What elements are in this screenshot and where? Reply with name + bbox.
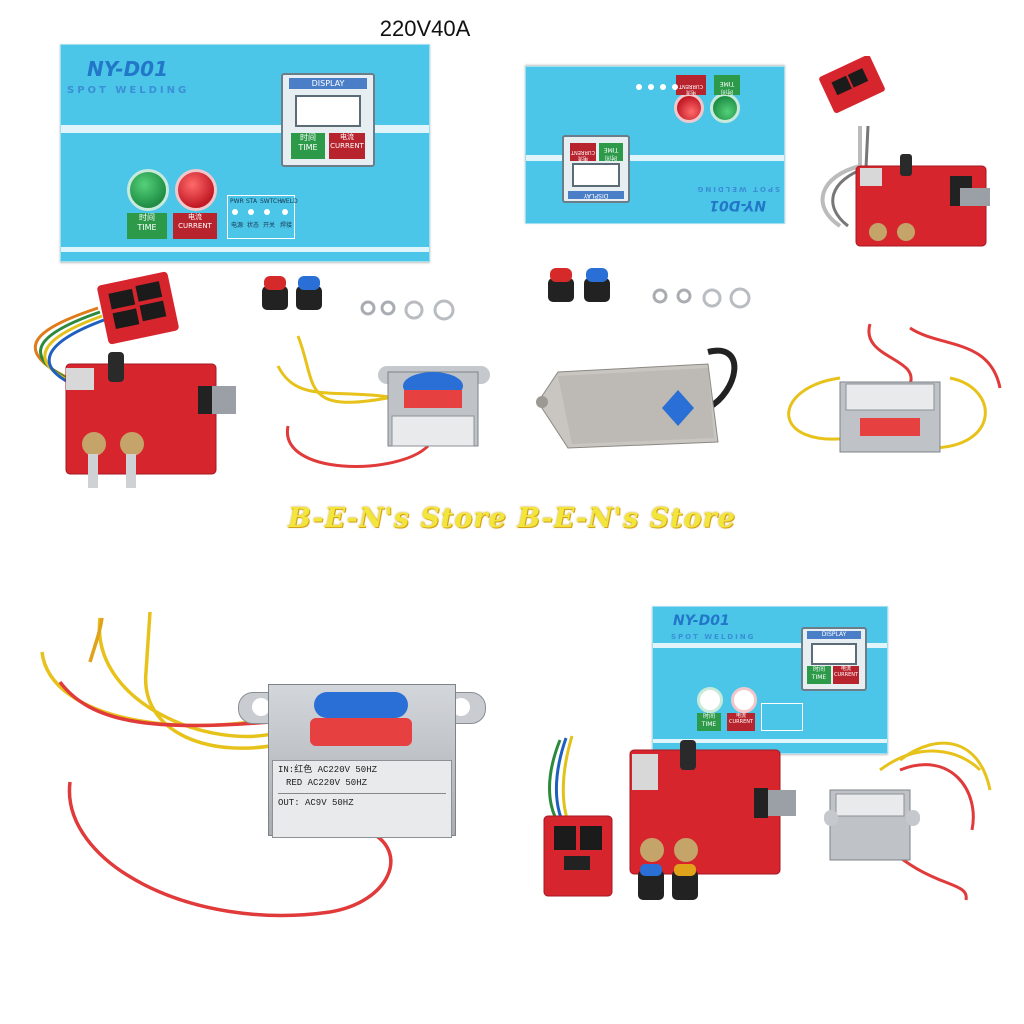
spec-line-out: OUT: AC9V 50HZ (278, 798, 354, 809)
time-knob-green (127, 169, 169, 211)
led-indicator-box: PWR STA SWTCH WELD 电源 状态 开关 焊接 (227, 195, 298, 239)
transformer-small-center (276, 335, 490, 468)
led-cn-swtch: 开关 (263, 222, 276, 229)
transformer-spec-label: IN:红色 AC220V 50HZ RED AC220V 50HZ OUT: A… (272, 760, 452, 838)
led-dot (264, 209, 270, 215)
time-cn: 时间 (300, 133, 316, 142)
panel-stripe (61, 125, 429, 133)
panel3-leds (761, 703, 803, 731)
coil-red (310, 718, 412, 746)
led-cn-pwr: 电源 (231, 222, 244, 229)
panel3-brand: NY-D01 (673, 613, 730, 629)
led-label-sta: STA (246, 198, 258, 205)
led-dot (232, 209, 238, 215)
knobs-and-washers-right (548, 268, 751, 309)
led-label-pwr: PWR (230, 198, 244, 205)
panel2-green-knob (710, 93, 740, 123)
current-knob-red (175, 169, 217, 211)
panel-stripe-bottom (61, 247, 429, 252)
front-panel-main: NY-D01 SPOT WELDING DISPLAY 时间 TIME 电流 C… (60, 44, 430, 262)
led-label-weld: WELD (280, 198, 298, 205)
panel2-red-knob (674, 93, 704, 123)
display-frame: DISPLAY 时间 TIME 电流 CURRENT (281, 73, 375, 167)
panel3-subtitle: SPOT WELDING (671, 633, 756, 641)
panel2-subtitle: SPOT WELDING (695, 185, 780, 193)
panel3-time-hole (697, 687, 723, 713)
time-en: TIME (298, 143, 318, 152)
current-label-box: 电流 CURRENT (329, 133, 365, 159)
current-en: CURRENT (330, 141, 364, 150)
knobs-and-washers (262, 276, 455, 321)
display-screen (295, 95, 361, 127)
panel3-current-hole (731, 687, 757, 713)
front-panel-bottom: NY-D01 SPOT WELDING DISPLAY 时间 TIME 电流 C… (652, 606, 888, 754)
display-label: DISPLAY (289, 78, 367, 89)
current-button-label: 电流 CURRENT (173, 213, 217, 239)
panel3-display: DISPLAY 时间 TIME 电流 CURRENT (801, 627, 867, 691)
store-watermark: B-E-N's Store B-E-N's Store (288, 503, 736, 534)
current-cn: 电流 (340, 133, 354, 141)
coil-blue (314, 692, 408, 718)
panel2-display: DISPLAY 时间 TIME 电流 CURRENT (562, 135, 630, 203)
transformer-small-right (787, 323, 1002, 453)
product-title: 220V40A (379, 16, 471, 41)
led-cn-weld: 焊接 (280, 222, 293, 229)
panel2-leds (632, 81, 680, 93)
led-label-swtch: SWTCH (260, 198, 282, 205)
spec-line-in: IN:红色 AC220V 50HZ (278, 765, 378, 775)
time-button-label: 时间 TIME (127, 213, 167, 239)
led-dot (248, 209, 254, 215)
led-cn-sta: 状态 (247, 222, 260, 229)
pcb-assembly-top-right (819, 56, 990, 247)
panel2-brand: NY-D01 (709, 197, 766, 213)
panel-brand: NY-D01 (87, 57, 169, 81)
transformer-large: IN:红色 AC220V 50HZ RED AC220V 50HZ OUT: A… (238, 684, 486, 838)
assembled-welder-kit (543, 735, 992, 901)
spec-line-red: RED AC220V 50HZ (286, 778, 368, 789)
led-dot (282, 209, 288, 215)
foot-pedal-switch (536, 347, 738, 449)
panel-subtitle: SPOT WELDING (67, 85, 190, 96)
pcb-assembly-left (33, 271, 236, 488)
time-label-box: 时间 TIME (291, 133, 325, 159)
front-panel-flipped: NY-D01 SPOT WELDING DISPLAY 时间 TIME 电流 C… (525, 66, 785, 224)
